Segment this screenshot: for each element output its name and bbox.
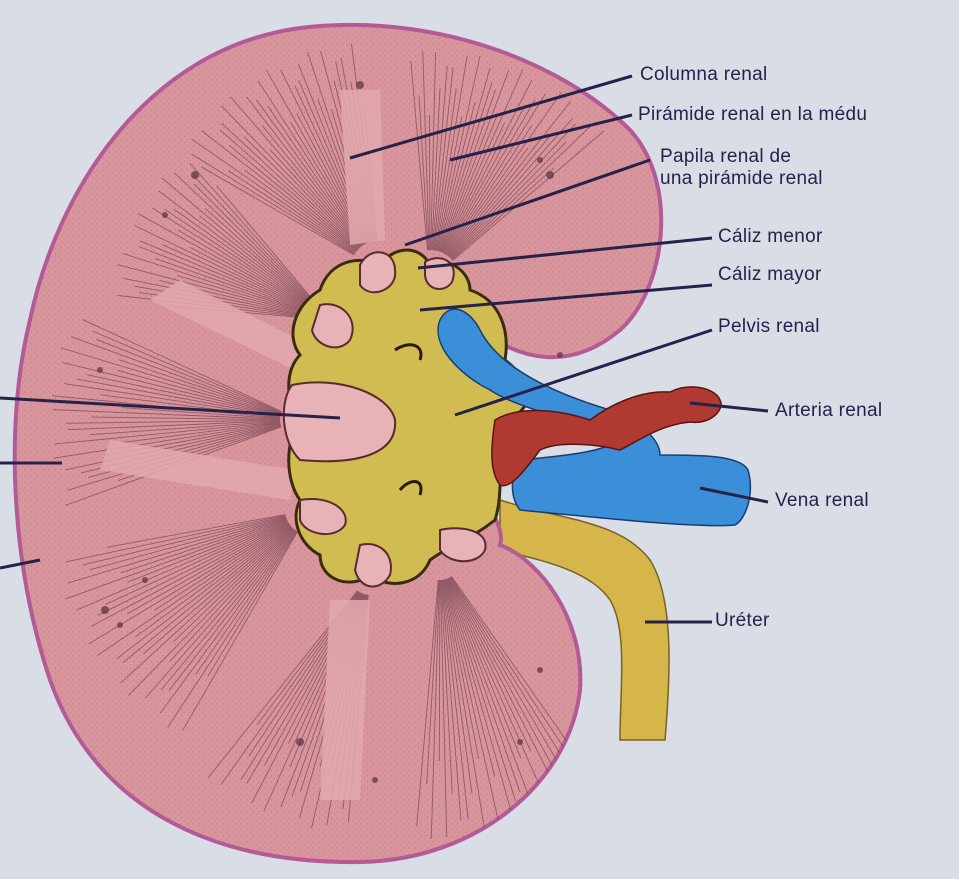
label-piramide-renal: Pirámide renal en la médu [638,104,867,126]
label-columna-renal: Columna renal [640,64,767,86]
label-arteria-renal: Arteria renal [775,400,882,422]
label-caliz-mayor: Cáliz mayor [718,264,822,286]
medulla-stripe-204 [439,580,440,761]
label-papila-renal: Papila renal de una pirámide renal [660,146,823,190]
label-vena-renal: Vena renal [775,490,869,512]
label-pelvis-renal: Pelvis renal [718,316,820,338]
label-papila-renal-line2: una pirámide renal [660,168,823,190]
label-ureter: Uréter [715,610,770,632]
label-papila-renal-line1: Papila renal de [660,146,823,168]
label-caliz-menor: Cáliz menor [718,226,823,248]
